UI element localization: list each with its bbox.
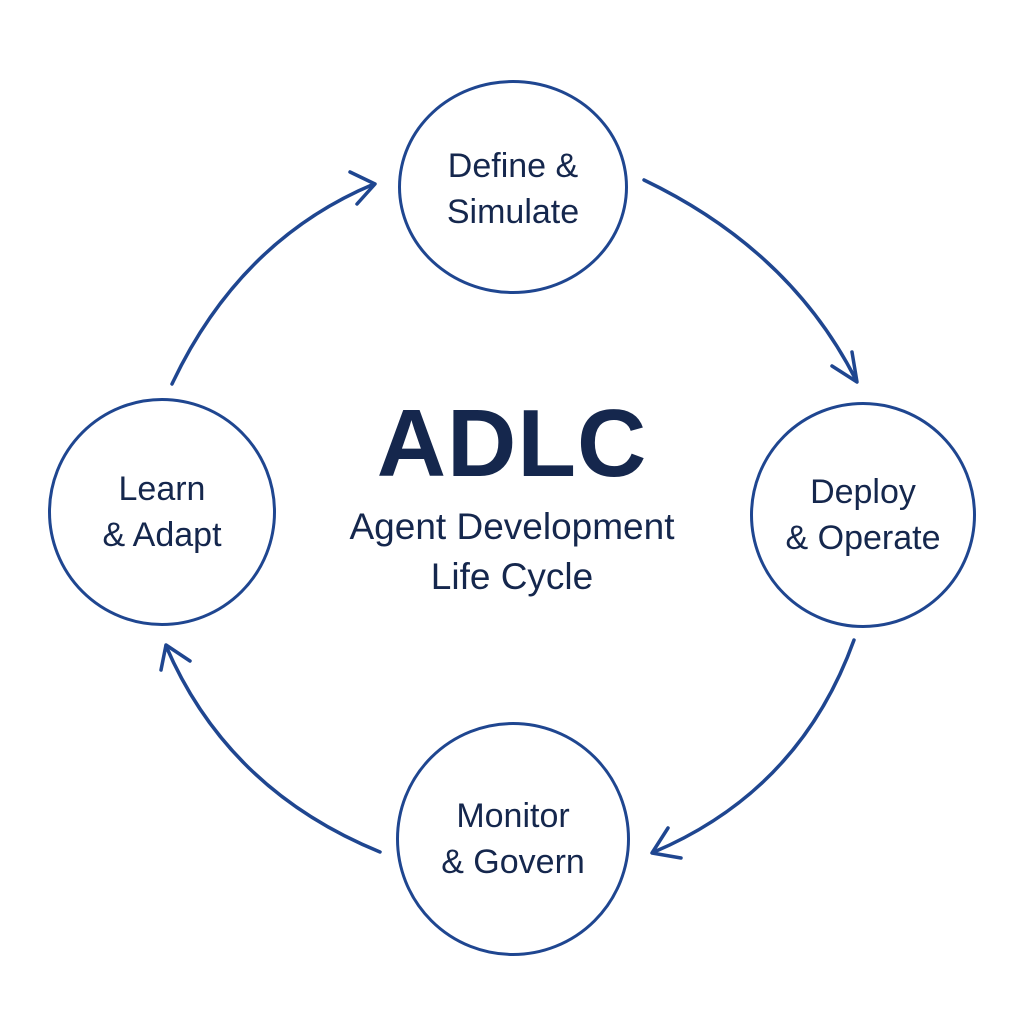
arrowhead-define-to-deploy <box>830 350 859 384</box>
stage-label: Define & Simulate <box>447 139 579 235</box>
stage-label-line: Learn <box>118 470 206 508</box>
stage-label: Monitor & Govern <box>441 793 585 885</box>
arrowhead-learn-to-define <box>348 170 377 206</box>
stage-define-simulate: Define & Simulate <box>398 80 628 294</box>
stage-label-line: Simulate <box>446 193 580 231</box>
subtitle-line: Life Cycle <box>430 556 594 597</box>
stage-monitor-govern: Monitor & Govern <box>396 722 630 956</box>
arrow-learn-to-define <box>170 182 376 386</box>
center-caption: ADLC Agent Development Life Cycle <box>262 392 762 602</box>
stage-label: Learn & Adapt <box>102 466 221 558</box>
stage-label-line: & Adapt <box>102 516 222 554</box>
arrow-monitor-to-learn <box>164 644 382 854</box>
stage-label-line: & Operate <box>785 519 941 557</box>
diagram-subtitle: Agent Development Life Cycle <box>350 502 675 602</box>
subtitle-line: Agent Development <box>349 506 675 547</box>
arrow-define-to-deploy <box>642 178 858 382</box>
stage-label-line: Monitor <box>456 797 570 835</box>
stage-learn-adapt: Learn & Adapt <box>48 398 276 626</box>
diagram-title: ADLC <box>376 390 648 497</box>
stage-label-line: & Govern <box>441 843 585 881</box>
stage-label-line: Define & <box>447 147 579 185</box>
arrowhead-deploy-to-monitor <box>650 826 683 860</box>
stage-label-line: Deploy <box>810 473 916 511</box>
stage-deploy-operate: Deploy & Operate <box>750 402 976 628</box>
arrow-deploy-to-monitor <box>652 638 856 854</box>
arrowhead-monitor-to-learn <box>159 643 192 672</box>
stage-label: Deploy & Operate <box>786 469 941 561</box>
